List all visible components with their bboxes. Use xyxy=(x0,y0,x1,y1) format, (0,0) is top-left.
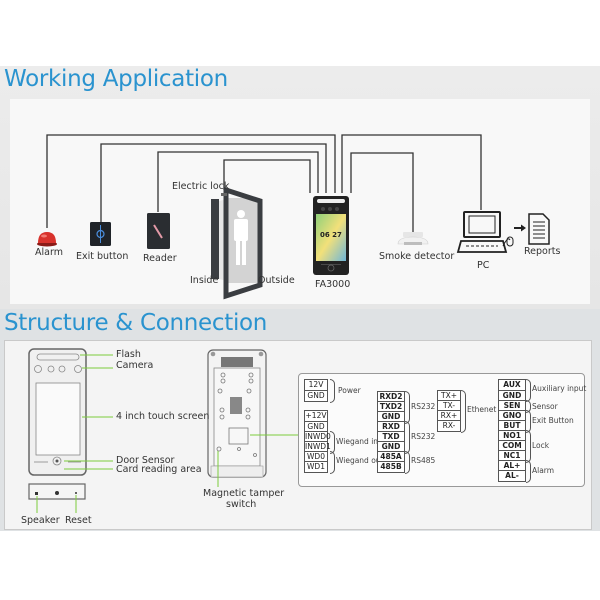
brace xyxy=(405,451,410,474)
exit-button-wire xyxy=(100,143,327,222)
smoke-wire xyxy=(350,152,414,232)
brace xyxy=(526,430,531,463)
alarm-wire xyxy=(46,134,336,228)
pin: WD1 xyxy=(304,461,328,473)
smoke-detector-label: Smoke detector xyxy=(379,251,455,262)
pin: SEN xyxy=(498,400,526,412)
group-label: Lock xyxy=(532,441,550,450)
working-application-title: Working Application xyxy=(4,66,228,92)
alarm-icon xyxy=(37,232,57,247)
working-application-panel xyxy=(10,99,590,304)
inside-label: Inside xyxy=(190,275,219,286)
reset-label: Reset xyxy=(65,515,92,526)
group-label: Wiegand in xyxy=(336,437,379,446)
reports-label: Reports xyxy=(524,246,561,257)
pin: RX- xyxy=(437,420,461,432)
electric-lock-label: Electric lock xyxy=(172,181,230,192)
brace xyxy=(405,421,410,454)
tamper-label-2: switch xyxy=(226,499,257,510)
brace xyxy=(526,379,531,402)
brace xyxy=(330,379,335,403)
terminal-screen-time: 06 27 xyxy=(320,231,342,239)
mouse-icon xyxy=(502,236,514,247)
group-label: Auxiliary input xyxy=(532,384,587,393)
outside-label: Outside xyxy=(258,275,295,286)
front-callouts xyxy=(36,354,113,513)
camera-label: Camera xyxy=(116,360,154,371)
fa3000-terminal-icon xyxy=(313,196,349,275)
pc-label: PC xyxy=(477,260,490,271)
pin: GND xyxy=(304,390,328,402)
pin: WD0 xyxy=(304,451,328,463)
group-label: Sensor xyxy=(532,402,558,411)
pin: INWD0 xyxy=(304,431,331,443)
device-back-icon xyxy=(207,349,267,478)
speaker-label: Speaker xyxy=(21,515,60,526)
structure-connection-title: Structure & Connection xyxy=(4,310,268,336)
exit-button-icon xyxy=(90,222,111,246)
reader-icon xyxy=(147,213,170,249)
screen-label: 4 inch touch screen xyxy=(116,411,210,422)
fa3000-label: FA3000 xyxy=(315,279,351,290)
arrow-icon xyxy=(514,224,526,232)
lock-wire xyxy=(223,159,311,193)
group-label: Wiegand out xyxy=(336,456,384,465)
exit-button-label: Exit button xyxy=(76,251,129,262)
wiring-lines xyxy=(46,134,482,232)
tamper-label-1: Magnetic tamper xyxy=(203,488,285,499)
pin: GNO xyxy=(498,410,526,422)
back-callouts xyxy=(217,434,298,487)
pc-icon xyxy=(456,211,508,253)
reader-label: Reader xyxy=(143,253,177,264)
reports-icon xyxy=(528,213,550,245)
group-label: RS485 xyxy=(411,456,436,465)
group-label: Exit Button xyxy=(532,416,574,425)
pin: AL- xyxy=(498,470,526,482)
flash-label: Flash xyxy=(116,349,141,360)
group-label: Alarm xyxy=(532,466,555,475)
door-sensor-label: Door Sensor xyxy=(116,455,175,466)
group-label: RS232 xyxy=(411,432,436,441)
brace xyxy=(461,390,466,433)
pc-wire xyxy=(341,134,482,210)
reader-wire xyxy=(157,151,319,212)
brace xyxy=(526,460,531,483)
group-label: RS232 xyxy=(411,402,436,411)
pin: 485B xyxy=(377,461,405,473)
brace xyxy=(330,451,335,474)
door-icon xyxy=(211,186,263,300)
person-icon xyxy=(234,210,248,265)
card-area-label: Card reading area xyxy=(116,464,202,475)
alarm-label: Alarm xyxy=(35,247,63,258)
device-front-icon xyxy=(28,348,87,500)
group-label: Ethenet xyxy=(467,405,497,414)
brace xyxy=(405,391,410,424)
group-label: Power xyxy=(338,386,361,395)
smoke-detector-icon xyxy=(397,232,429,245)
